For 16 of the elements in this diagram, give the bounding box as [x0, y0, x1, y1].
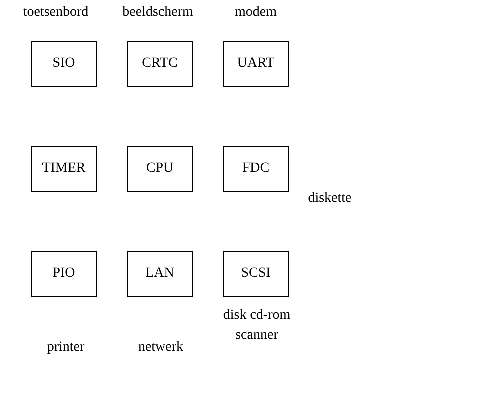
- device-caption: modem: [234, 4, 278, 22]
- device-caption: disk cd-rom scanner: [222, 307, 292, 345]
- component-box: TIMER: [31, 146, 97, 192]
- device-caption: printer: [46, 339, 86, 357]
- component-box: CPU: [127, 146, 193, 192]
- component-box: SIO: [31, 41, 97, 87]
- device-caption: diskette: [307, 190, 353, 208]
- component-box: LAN: [127, 251, 193, 297]
- device-caption: netwerk: [137, 339, 185, 357]
- device-caption: toetsenbord: [22, 4, 90, 22]
- device-caption: beeldscherm: [122, 4, 194, 22]
- component-box: UART: [223, 41, 289, 87]
- component-box: FDC: [223, 146, 289, 192]
- component-box: PIO: [31, 251, 97, 297]
- component-box: SCSI: [223, 251, 289, 297]
- component-box: CRTC: [127, 41, 193, 87]
